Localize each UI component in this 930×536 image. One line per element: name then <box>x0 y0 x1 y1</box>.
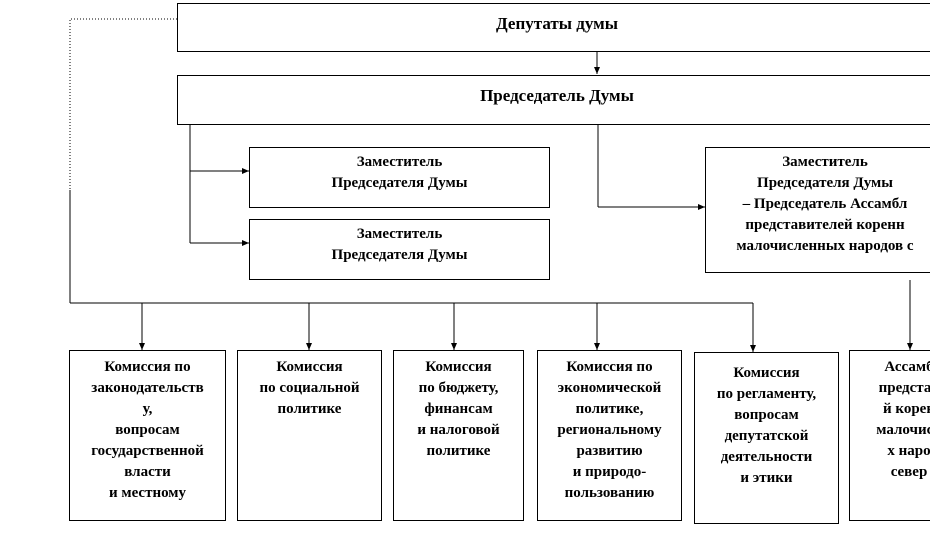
committee-legislation: Комиссия по законодательств у, вопросам … <box>69 350 226 521</box>
dotted-connector <box>69 18 177 190</box>
committee-economic: Комиссия по экономической политике, реги… <box>537 350 682 521</box>
deputy-chairman-box-1: Заместитель Председателя Думы <box>249 147 550 208</box>
deputy-chairman-box-3: Заместитель Председателя Думы – Председа… <box>705 147 930 273</box>
deputies-box: Депутаты думы <box>177 3 930 52</box>
committee-budget: Комиссия по бюджету, финансам и налогово… <box>393 350 524 521</box>
chairman-box: Председатель Думы <box>177 75 930 125</box>
committee-social: Комиссия по социальной политике <box>237 350 382 521</box>
assembly-box: Ассамб представ й корен малочисл х наро … <box>849 350 930 521</box>
deputy-chairman-box-2: Заместитель Председателя Думы <box>249 219 550 280</box>
committee-regulations: Комиссия по регламенту, вопросам депутат… <box>694 352 839 524</box>
